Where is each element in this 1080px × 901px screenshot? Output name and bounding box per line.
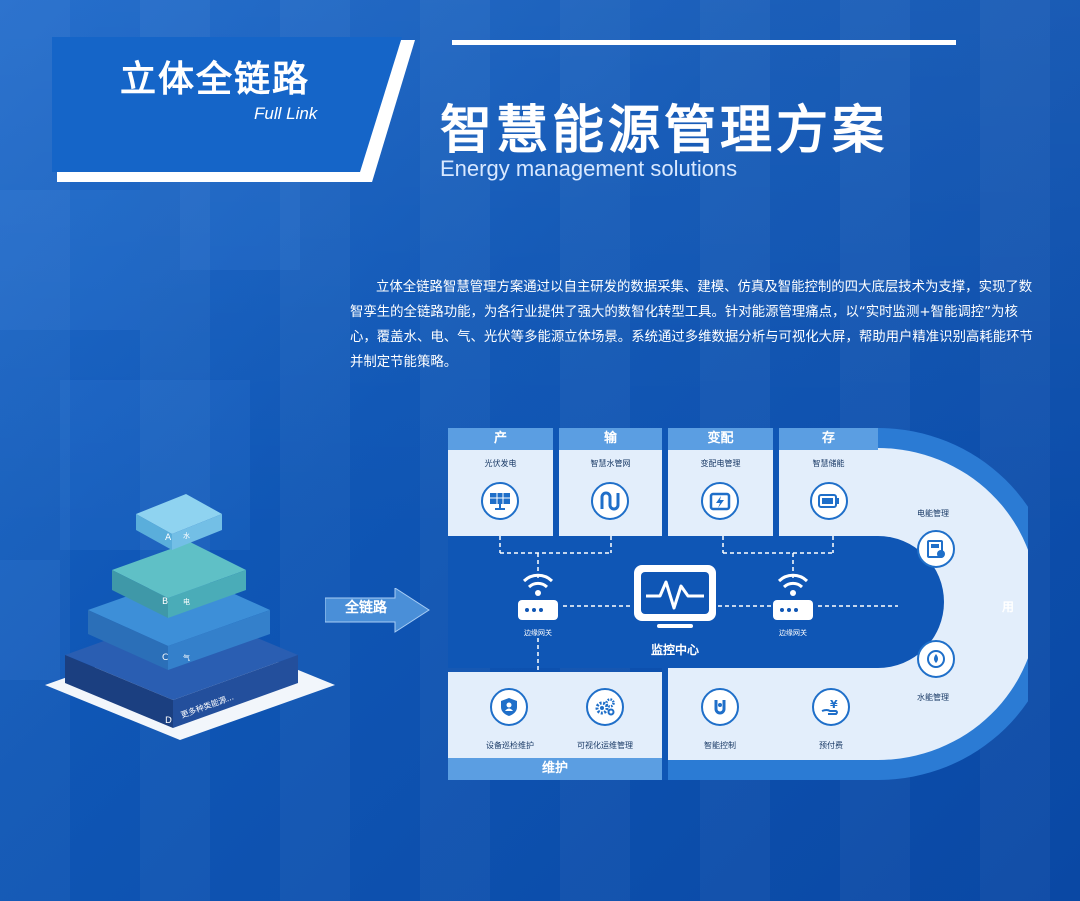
maintain-panel — [448, 672, 662, 758]
pyramid-layer-d-right — [173, 655, 298, 728]
energy-pyramid: A 水 B 电 C 气 D 更多种类能源... — [45, 494, 335, 740]
full-link-arrow-label: 全链路 — [345, 600, 387, 616]
badge-subtitle: Full Link — [254, 104, 318, 123]
item-solar: 光伏发电 — [484, 459, 517, 468]
pyramid-layer-c-right — [168, 610, 270, 670]
column-head-store: 存 — [779, 428, 878, 450]
page-title: 智慧能源管理方案 — [440, 101, 889, 161]
smart-control-icon — [701, 688, 739, 726]
solar-panel-icon — [481, 482, 519, 520]
gateway-right-label: 边缘网关 — [779, 629, 807, 637]
item-prepaid: 预付费 — [819, 741, 843, 750]
pyramid-letter-c: C — [162, 653, 168, 663]
page-subtitle: Energy management solutions — [440, 156, 738, 181]
maintain-label: 维护 — [448, 758, 662, 780]
water-drop-icon — [917, 640, 955, 678]
pyramid-layer-a-left — [136, 514, 172, 550]
gateway-right-icon — [773, 573, 813, 620]
gateway-left-label: 边缘网关 — [524, 629, 552, 637]
power-distribution-icon — [701, 482, 739, 520]
energy-flow-diagram: 产 输 变配 存 光伏发电 智慧水管网 变配电管理 智慧储能 用 电能管理 水能… — [448, 428, 1028, 780]
pyramid-label-c: 气 — [183, 653, 190, 662]
prepaid-icon: ¥ — [812, 688, 850, 726]
pyramid-letter-d: D — [165, 716, 172, 726]
item-equipment-maintenance: 设备巡检维护 — [486, 741, 534, 750]
full-link-arrow — [325, 588, 430, 633]
gears-icon — [586, 688, 624, 726]
item-visual-ops: 可视化运维管理 — [577, 741, 633, 750]
item-power-distribution: 变配电管理 — [700, 459, 741, 468]
pyramid-layer-d-left — [65, 655, 173, 728]
column-head-transmit: 输 — [559, 428, 662, 450]
gateway-left-icon — [518, 573, 558, 620]
monitor-center-icon — [634, 565, 716, 628]
item-electric-management: 电能管理 — [917, 509, 949, 518]
header-divider — [452, 40, 956, 45]
item-smart-control: 智能控制 — [704, 741, 736, 750]
item-water-management: 水能管理 — [917, 693, 949, 702]
pyramid-layer-b-right — [168, 570, 246, 618]
pyramid-layer-b-top — [112, 542, 246, 598]
electric-meter-icon — [917, 530, 955, 568]
monitor-center-label: 监控中心 — [650, 643, 699, 657]
pyramid-layer-c-left — [88, 610, 168, 670]
pyramid-layer-a-top — [136, 494, 222, 534]
item-storage: 智慧储能 — [812, 459, 845, 468]
pyramid-letter-a: A — [165, 533, 172, 543]
pyramid-layer-a-right — [172, 514, 222, 550]
battery-icon — [810, 482, 848, 520]
column-head-produce: 产 — [448, 428, 553, 450]
column-head-distribute: 变配 — [668, 428, 773, 450]
pyramid-label-b: 电 — [183, 597, 190, 606]
pipe-network-icon — [591, 482, 629, 520]
pyramid-label-a: 水 — [183, 531, 190, 540]
intro-paragraph: 立体全链路智慧管理方案通过以自主研发的数据采集、建模、仿真及智能控制的四大底层技… — [350, 280, 1033, 370]
shield-person-icon — [490, 688, 528, 726]
badge-title: 立体全链路 — [120, 59, 311, 100]
pyramid-layer-b-left — [112, 570, 168, 618]
pyramid-letter-b: B — [162, 597, 168, 607]
svg-text:¥: ¥ — [830, 698, 838, 711]
item-water-network: 智慧水管网 — [590, 459, 631, 468]
header-badge — [52, 37, 402, 172]
use-label: 用 — [1001, 600, 1014, 614]
